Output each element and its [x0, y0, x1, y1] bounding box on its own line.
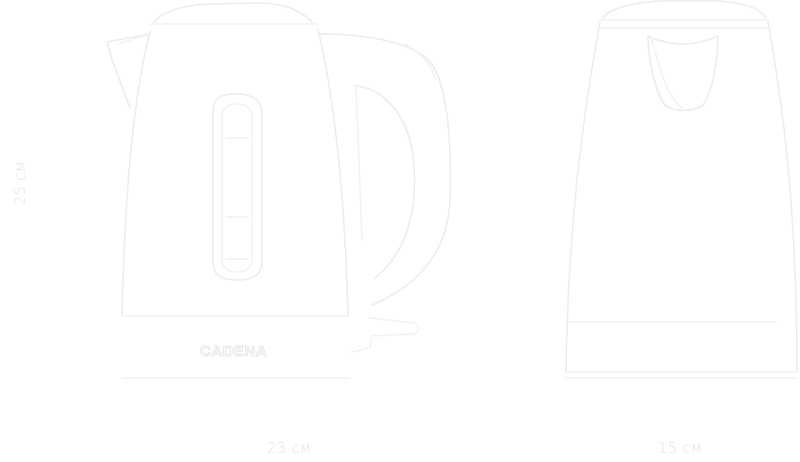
width-dimension-label: 23 см — [267, 439, 312, 457]
depth-dimension-label: 15 см — [658, 439, 703, 457]
kettle-front-view — [565, 0, 798, 379]
brand-logo: CADENA — [200, 343, 267, 360]
kettle-side-view: CADENA — [106, 2, 452, 379]
height-dimension-label: 25 см — [11, 160, 30, 206]
